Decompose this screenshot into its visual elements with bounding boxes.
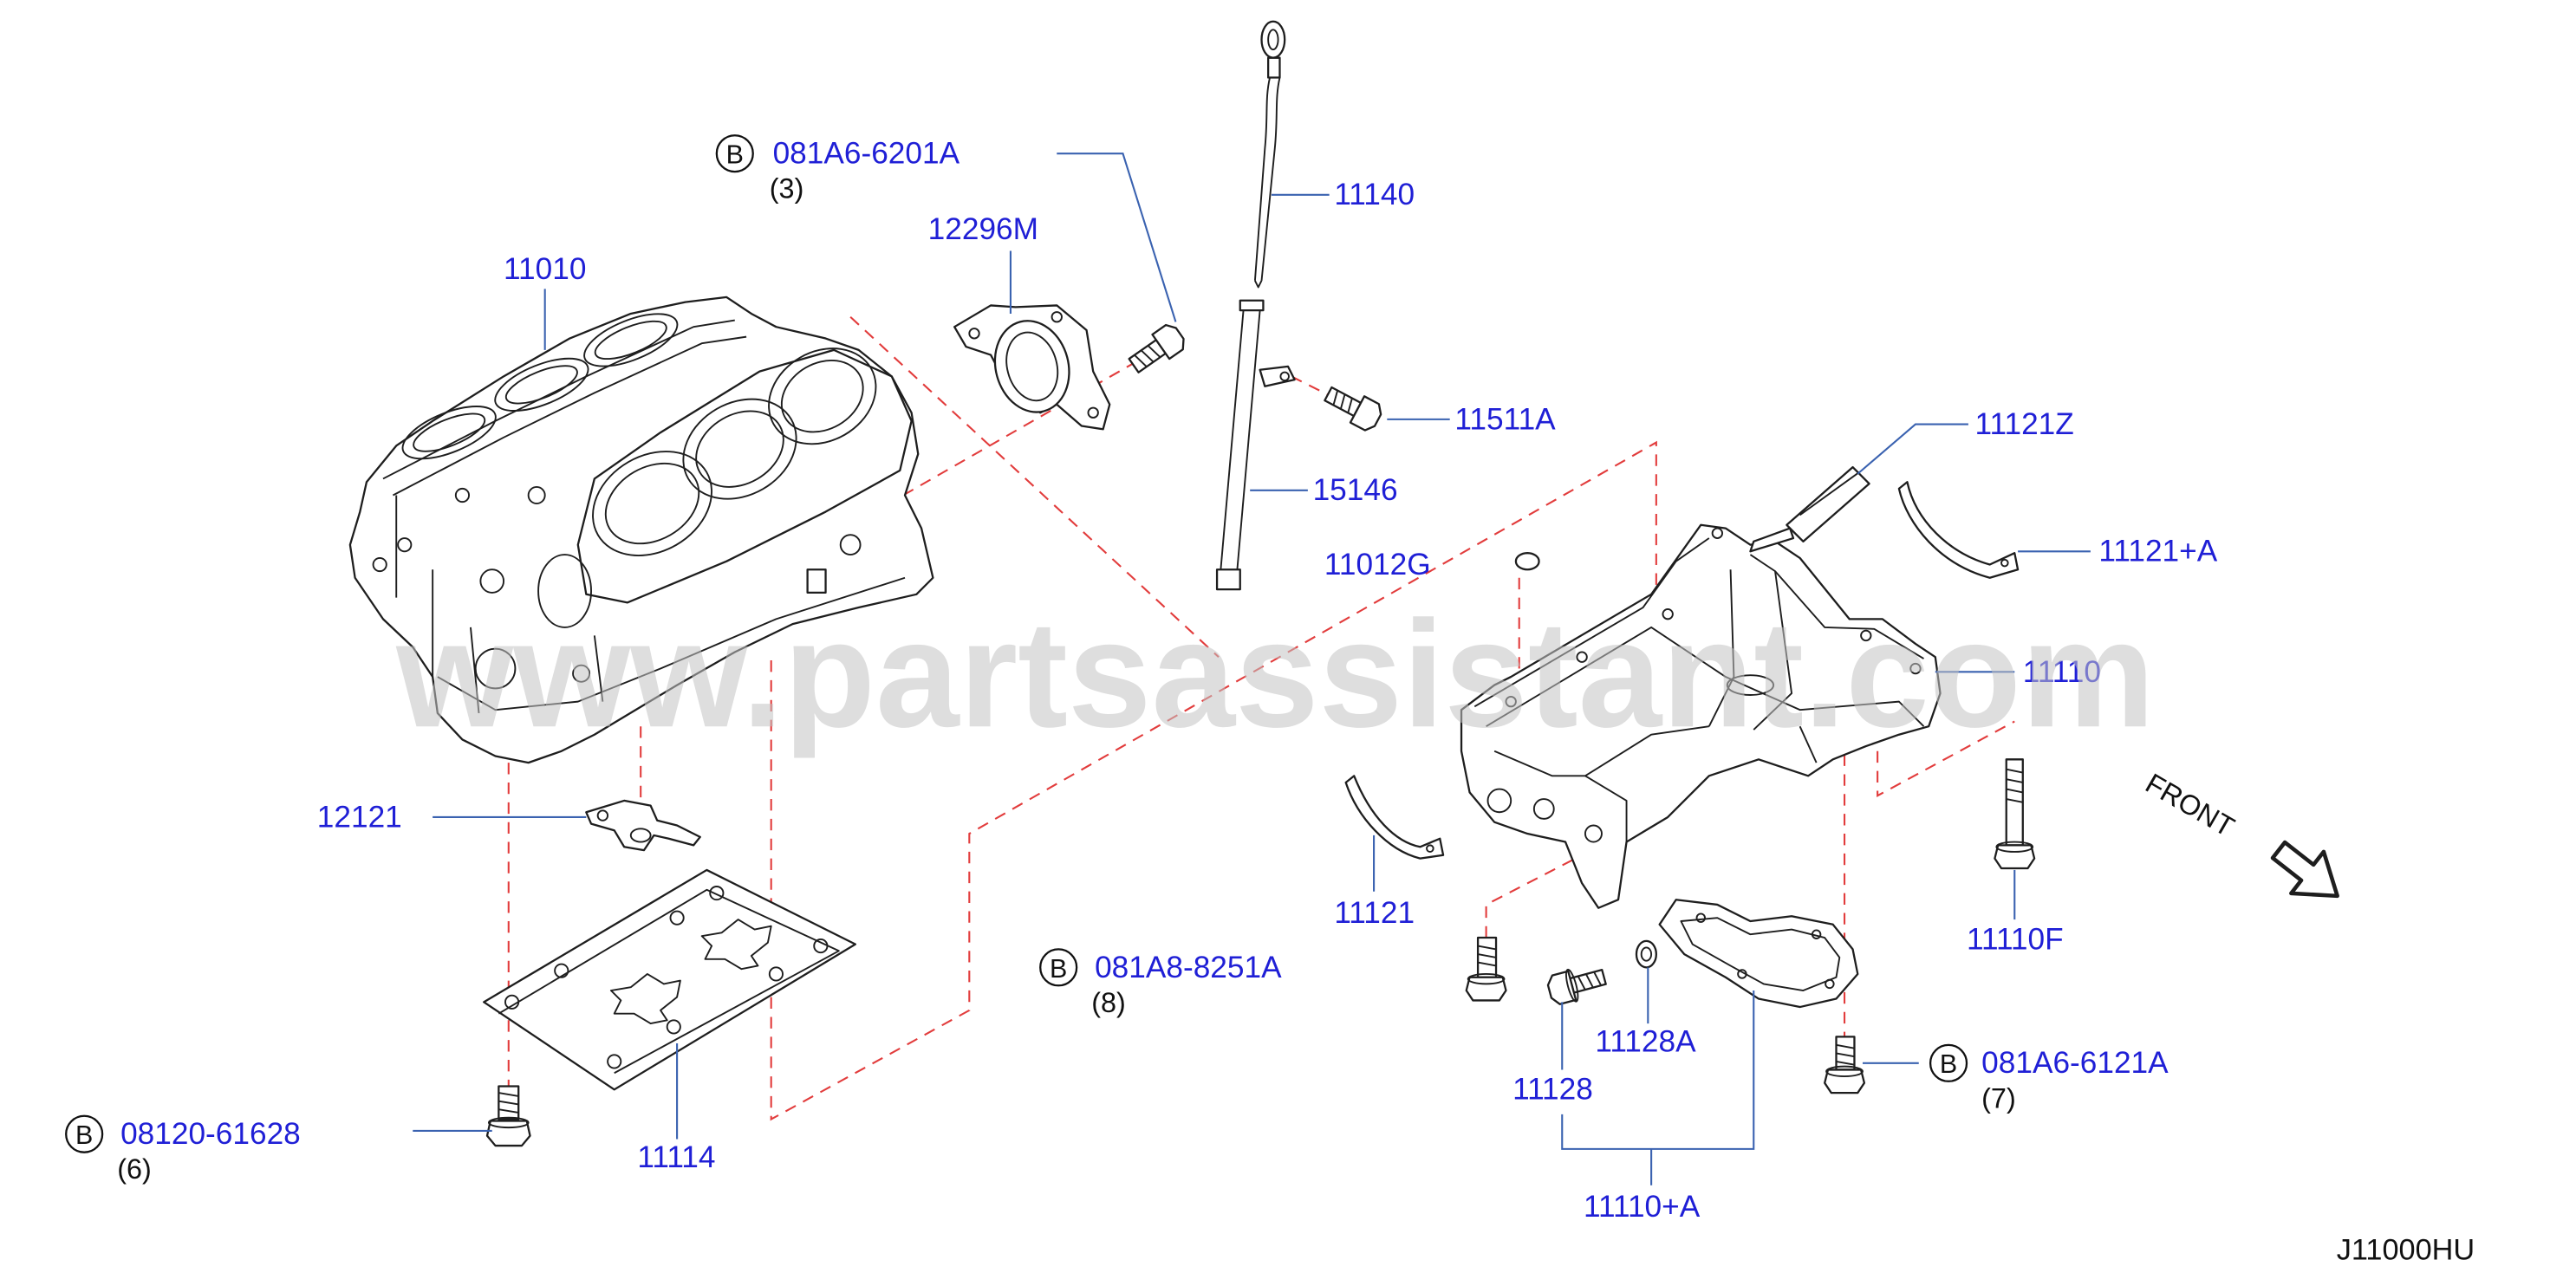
part-number-oil-pan-lower[interactable]: 11110+A (1584, 1190, 1701, 1224)
bolt-8-drawing (1465, 936, 1507, 1002)
part-number-gauge-bracket-bolt[interactable]: 11511A (1454, 402, 1556, 436)
bolt-marker-letter: B (75, 1120, 93, 1150)
part-number-oil-pan-part-z[interactable]: 11121Z (1975, 407, 2074, 441)
part-number-sensor[interactable]: 12121 (317, 800, 402, 834)
oil-pan-upper-drawing (1460, 523, 1942, 909)
leader-lines (413, 153, 2091, 1185)
leader-line-11121z (1857, 423, 1968, 475)
fastener-part-number[interactable]: 08120-61628 (120, 1117, 301, 1151)
part-number-plug[interactable]: 11012G (1324, 548, 1431, 581)
watermark-text: www.partsassistant.com (395, 589, 2155, 759)
front-indicator: FRONT (2140, 767, 2339, 899)
fastener-callout-2: B 081A8-8251A (8) (1039, 948, 1282, 1018)
bearing-beam-drawing (483, 868, 856, 1091)
oil-pan-lower-drawing (1658, 899, 1859, 1009)
front-label: FRONT (2140, 767, 2240, 842)
bolt-marker-circle (715, 134, 754, 173)
fastener-callout-4: B 08120-61628 (6) (65, 1114, 301, 1185)
sensor-drawing (585, 799, 701, 852)
gauge-bracket-bolt-drawing (1324, 386, 1382, 432)
fastener-quantity: (7) (1981, 1082, 2016, 1114)
front-arrow-icon (2270, 840, 2339, 899)
drain-washer-drawing (1635, 939, 1657, 969)
part-number-oil-pan-part[interactable]: 11121 (1334, 896, 1415, 930)
dashed-line-pan-bolt-8 (1485, 854, 1583, 939)
part-number-bearing-beam[interactable]: 11114 (637, 1140, 715, 1174)
part-number-rear-seal-retainer[interactable]: 12296M (928, 212, 1038, 246)
part-number-oil-level-gauge[interactable]: 11140 (1334, 178, 1415, 211)
plug-drawing (1514, 552, 1540, 571)
bolt-marker-letter: B (726, 140, 744, 170)
part-number-drain-plug[interactable]: 11128 (1512, 1073, 1593, 1107)
fastener-quantity: (3) (770, 173, 804, 205)
oil-pan-part-z-drawing (1749, 465, 1870, 553)
fastener-quantity: (6) (117, 1153, 152, 1185)
oil-gauge-guide-drawing (1215, 299, 1296, 591)
bolt-marker-letter: B (1050, 954, 1067, 984)
rear-seal-retainer-drawing (953, 304, 1111, 431)
part-number-oil-pan-upper[interactable]: 11110 (2023, 655, 2101, 689)
drain-plug-drawing (1546, 968, 1607, 1005)
dashed-line-block-diagonal (849, 315, 1220, 658)
dashed-line-beam-to-pan (770, 440, 1657, 1121)
part-number-oil-pan-bolt[interactable]: 11110F (1967, 922, 2064, 956)
cylinder-block-drawing (348, 296, 934, 764)
fastener-callout-3: B 081A6-6121A (7) (1929, 1043, 2169, 1114)
part-number-gauge-guide[interactable]: 15146 (1313, 473, 1398, 507)
part-number-cylinder-block[interactable]: 11010 (504, 252, 586, 286)
dashed-line-pan-bolt-f (1877, 720, 2015, 797)
leader-bracket-11110a (1561, 990, 1755, 1150)
dashed-line-seal-to-block (902, 359, 1141, 497)
part-number-oil-pan-part-a[interactable]: 11121+A (2098, 535, 2217, 568)
fastener-callout-1: B 081A6-6201A (3) (715, 134, 960, 205)
bolt-6-drawing (485, 1085, 531, 1147)
oil-pan-part-a-drawing (1897, 481, 2020, 579)
fastener-part-number[interactable]: 081A6-6121A (1981, 1046, 2169, 1080)
bolt-marker-circle (1039, 948, 1078, 987)
bolt-marker-letter: B (1940, 1049, 1957, 1079)
bolt-marker-circle (65, 1114, 104, 1153)
leader-line-bolt-3 (1057, 153, 1177, 322)
bolt-marker-circle (1929, 1043, 1968, 1082)
bolt-3-drawing (1128, 323, 1185, 373)
part-number-labels: 11010 11140 12296M 11511A 11121Z 15146 1… (317, 178, 2218, 1224)
fastener-part-number[interactable]: 081A6-6201A (773, 137, 960, 171)
oil-pan-part-drawing (1344, 775, 1445, 860)
diagram-code: J11000HU (2337, 1234, 2475, 1267)
fastener-part-number[interactable]: 081A8-8251A (1095, 951, 1282, 984)
oil-level-gauge-drawing (1253, 20, 1286, 289)
oil-pan-bolt-f-drawing (1994, 758, 2036, 870)
fastener-quantity: (8) (1091, 987, 1126, 1018)
part-number-drain-washer[interactable]: 11128A (1595, 1024, 1696, 1058)
bolt-7-drawing (1824, 1036, 1866, 1094)
dashed-line-gauge-bolt (1291, 375, 1332, 398)
